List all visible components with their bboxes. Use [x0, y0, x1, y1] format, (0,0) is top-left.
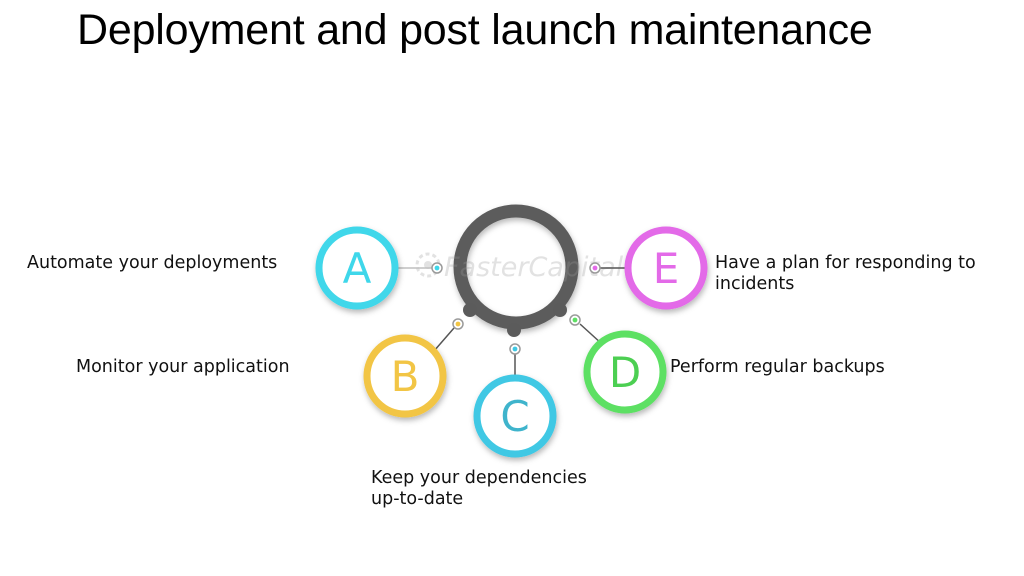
- connector-d: [569, 314, 603, 345]
- label-d: Perform regular backups: [670, 357, 885, 377]
- label-c: Keep your dependencies up-to-date: [371, 468, 587, 509]
- node-c-letter: C: [500, 392, 529, 441]
- slide-title: Deployment and post launch maintenance: [77, 6, 873, 54]
- label-b: Monitor your application: [76, 357, 290, 377]
- label-a: Automate your deployments: [27, 253, 278, 273]
- connector-a: [398, 262, 443, 274]
- connector-c: [509, 343, 521, 378]
- node-a-letter: A: [343, 244, 372, 293]
- connector-b: [433, 318, 464, 352]
- node-e-letter: E: [653, 244, 680, 293]
- node-c: C: [473, 374, 557, 458]
- node-b: B: [363, 334, 447, 418]
- label-e: Have a plan for responding to incidents: [715, 253, 976, 294]
- node-a: A: [315, 226, 399, 310]
- node-d: D: [583, 330, 667, 414]
- node-e: E: [624, 226, 708, 310]
- connector-e: [589, 262, 628, 274]
- node-b-letter: B: [391, 352, 420, 401]
- node-d-letter: D: [609, 348, 641, 397]
- watermark: FasterCapital: [415, 252, 624, 283]
- central-hub: [453, 204, 579, 337]
